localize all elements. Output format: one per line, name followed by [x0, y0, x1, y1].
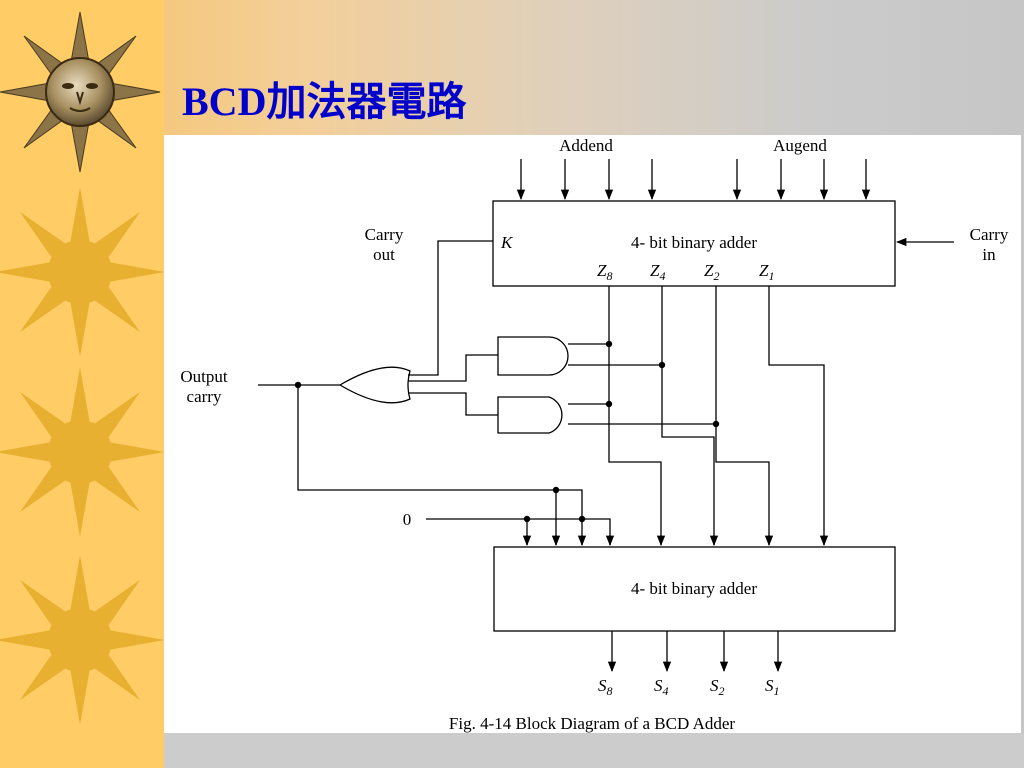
carry-in-label-line1: Carry [970, 225, 1009, 244]
diagram-canvas: Addend Augend 4- bit binary adder 4- bit… [180, 136, 1009, 733]
s4-label: S4 [654, 676, 669, 698]
addend-arrows [516, 159, 657, 201]
zero-label: 0 [403, 510, 412, 529]
bottom-adder-label: 4- bit binary adder [631, 579, 757, 598]
s2-label: S2 [710, 676, 725, 698]
sun-icon [0, 555, 164, 725]
z1-label: Z1 [759, 261, 774, 283]
and-gate-upper [497, 336, 569, 376]
carry-out-label-line1: Carry [365, 225, 404, 244]
addend-label: Addend [559, 136, 613, 155]
top-adder-label: 4- bit binary adder [631, 233, 757, 252]
z2-label: Z2 [704, 261, 719, 283]
z4-label: Z4 [650, 261, 665, 283]
sum-output-arrows [607, 631, 783, 673]
carry-in-label-line2: in [982, 245, 996, 264]
z8-label: Z8 [597, 261, 612, 283]
sun-icon [0, 187, 164, 357]
s8-label: S8 [598, 676, 613, 698]
bottom-inputs [522, 535, 829, 547]
sun-icon [0, 367, 164, 537]
z8-wire [608, 286, 662, 545]
bottom-binary-adder-box [493, 546, 896, 632]
k-label: K [500, 233, 514, 252]
junction-dots [294, 340, 720, 523]
output-carry-label-line2: carry [187, 387, 222, 406]
augend-arrows [732, 159, 871, 201]
output-carry-label-line1: Output [180, 367, 228, 386]
carry-out-wire [408, 240, 493, 376]
z1-wire [768, 286, 825, 545]
augend-label: Augend [773, 136, 827, 155]
carry-out-label-line2: out [373, 245, 395, 264]
or-gate [338, 366, 411, 404]
figure-caption: Fig. 4-14 Block Diagram of a BCD Adder [449, 714, 735, 733]
s1-label: S1 [765, 676, 780, 698]
top-binary-adder-box [492, 200, 896, 287]
z4-wire [661, 286, 715, 545]
and-gate-lower [497, 396, 563, 434]
bottom-band [164, 733, 1024, 768]
bcd-adder-diagram: Addend Augend 4- bit binary adder 4- bit… [164, 135, 1021, 733]
feedback-wire [297, 385, 583, 545]
decorative-sidebar [0, 0, 164, 768]
slide-title: BCD加法器電路 [182, 79, 467, 124]
sun-face-icon [0, 11, 161, 173]
sun-decorations [0, 11, 164, 725]
z2-wire [715, 286, 770, 545]
